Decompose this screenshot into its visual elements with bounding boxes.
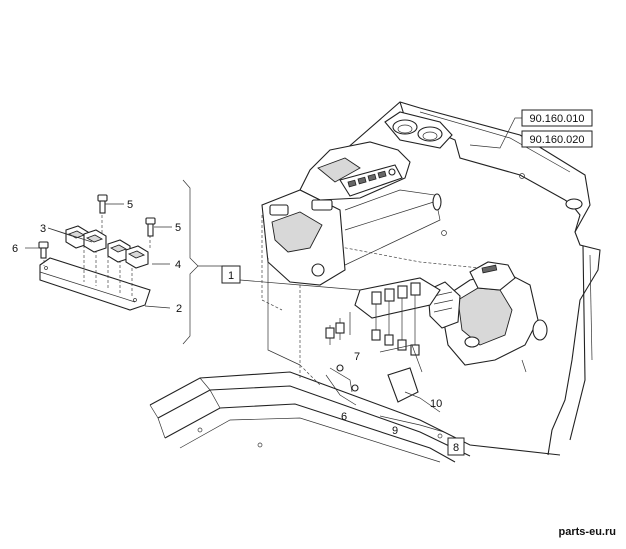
ref-box-2 — [521, 130, 593, 148]
ref-label-2: 90.160.020 — [529, 134, 584, 146]
callout-8: 8 — [453, 442, 459, 454]
callout-5-upper: 5 — [127, 199, 133, 211]
callout-1-box — [221, 265, 241, 284]
bolt-5-lower — [145, 217, 156, 237]
switch-block-2 — [83, 229, 107, 253]
exploded-switch-parts — [25, 179, 222, 345]
switch-block-4 — [125, 245, 149, 269]
watermark: parts-eu.ru — [558, 526, 616, 538]
reference-boxes: 90.160.010 90.160.020 — [469, 109, 593, 149]
callout-3: 3 — [40, 223, 46, 235]
cab-assembly — [149, 101, 601, 463]
callout-labels: 1 2 3 4 5 5 6 6 7 8 9 10 — [12, 199, 465, 456]
callout-8-box — [447, 437, 465, 456]
callout-4: 4 — [175, 259, 181, 271]
callout-10: 10 — [430, 398, 442, 410]
callout-5-lower: 5 — [175, 222, 181, 234]
callout-7: 7 — [354, 351, 360, 363]
callout-6-left: 6 — [12, 243, 18, 255]
callout-1: 1 — [228, 270, 234, 282]
ref-label-1: 90.160.010 — [529, 113, 584, 125]
callout-9: 9 — [392, 425, 398, 437]
bolt-6 — [38, 241, 49, 259]
callout-6-right: 6 — [341, 411, 347, 423]
bolt-5-upper — [97, 194, 108, 214]
callout-2: 2 — [176, 303, 182, 315]
